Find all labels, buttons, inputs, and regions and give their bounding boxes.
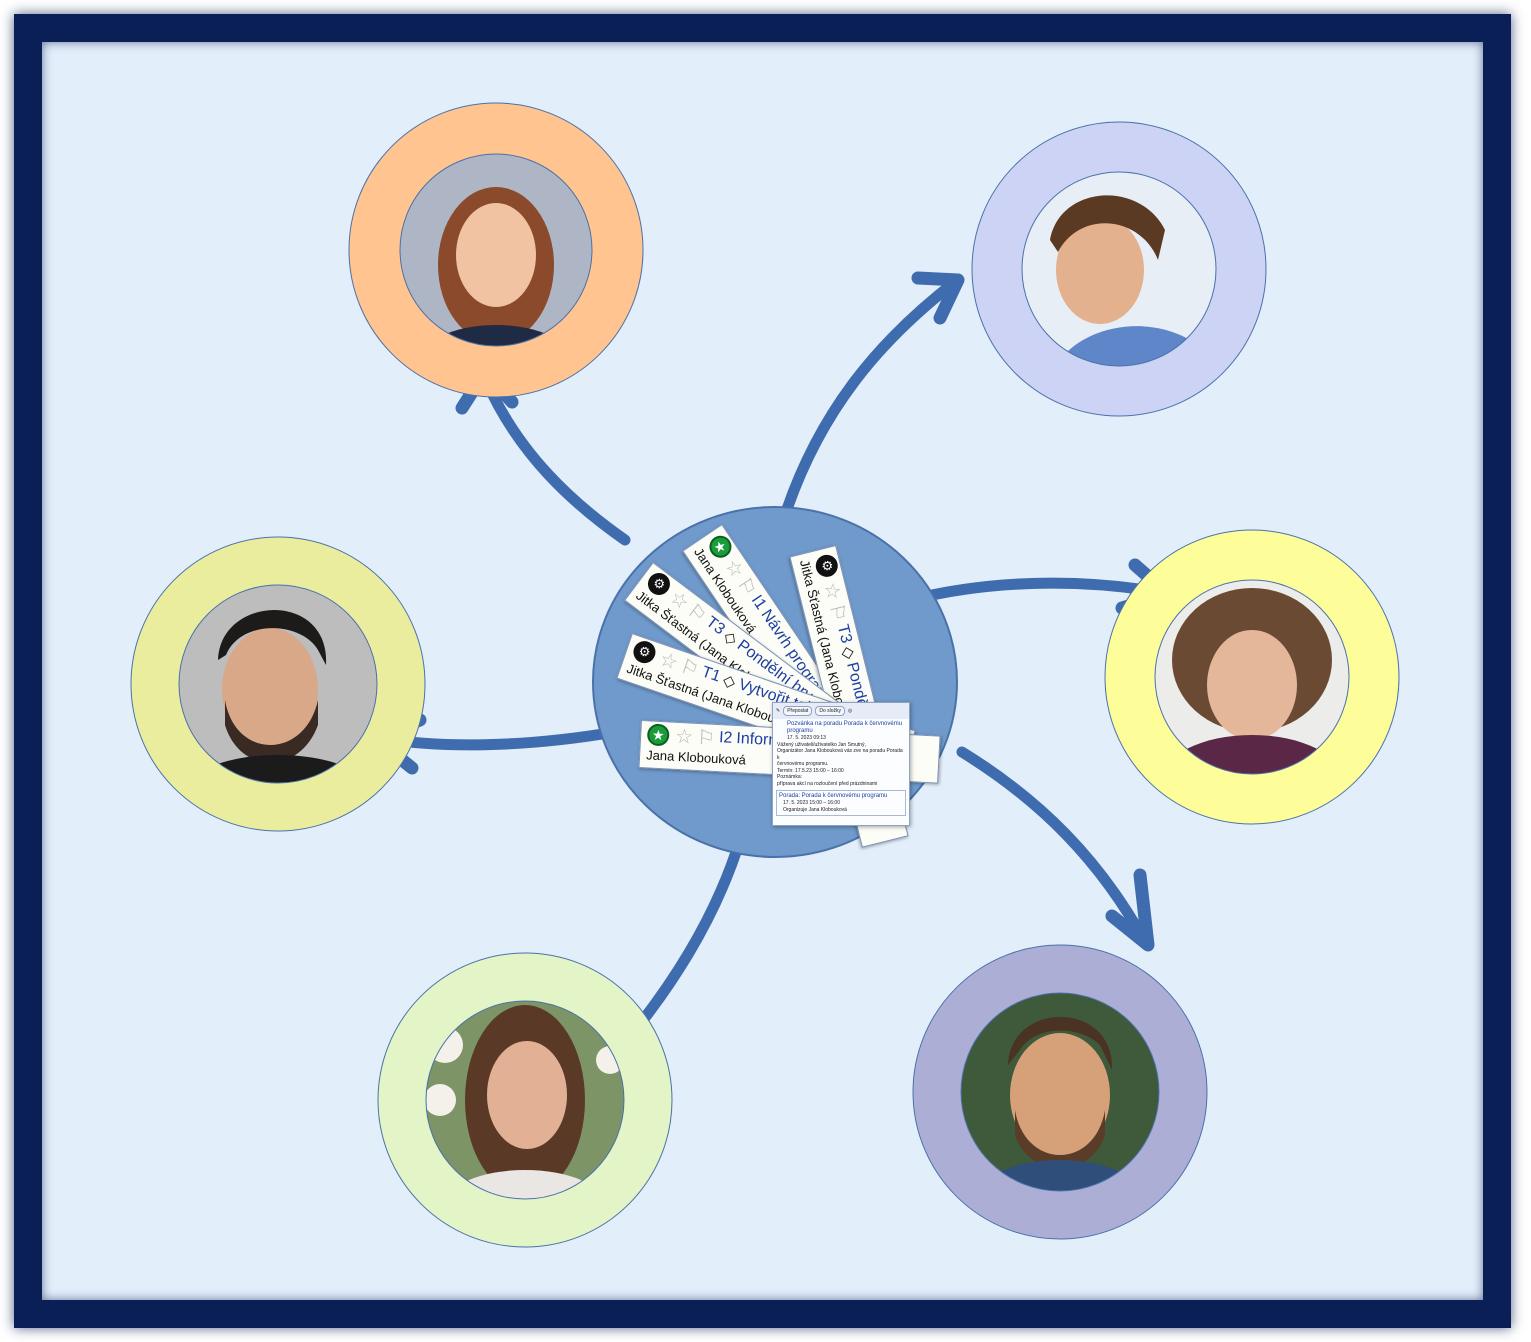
arrow-to-bottom-right <box>956 746 1151 948</box>
flag-icon[interactable]: ⚐ <box>696 726 716 750</box>
arrow-to-top-left <box>479 372 631 546</box>
email-line: červnovému programu. <box>777 761 829 767</box>
woman-portrait-icon <box>1155 580 1349 774</box>
card-tag: T1 <box>699 663 723 686</box>
attachment-icon[interactable]: ✎ <box>776 708 781 714</box>
email-line: příprava akcí na rozloučení před prázdni… <box>777 780 878 787</box>
email-line: Poznámka: <box>777 774 803 780</box>
arrow-to-top-right <box>779 276 961 521</box>
email-line: Termín: 17.5.23 15:00 – 16:00 <box>777 767 844 774</box>
man-portrait-icon <box>961 993 1159 1191</box>
move-to-folder-button[interactable]: Do složky <box>815 706 846 716</box>
woman-portrait-icon <box>426 1001 624 1199</box>
star-icon[interactable]: ☆ <box>674 725 694 749</box>
diamond-icon: ◇ <box>720 671 738 692</box>
diamond-icon: ◇ <box>838 644 858 662</box>
meeting-organizer: Organizuje Jana Klobouková <box>783 806 847 813</box>
meeting-title[interactable]: Porada: Porada k červnovému programu <box>779 793 888 799</box>
arrowhead-top-right <box>911 271 965 325</box>
arrowhead-bottom-right <box>1105 868 1155 952</box>
forward-button[interactable]: Přeposlat <box>783 706 813 716</box>
green-star-badge-icon: ★ <box>646 723 670 747</box>
flag-icon[interactable]: ⚐ <box>825 601 851 624</box>
email-preview-panel: ✎ Přeposlat Do složky ◎ Pozvánka na pora… <box>772 702 910 826</box>
email-subject[interactable]: Pozvánka na poradu Porada k červnovému p… <box>787 721 903 734</box>
meeting-box[interactable]: Porada: Porada k červnovému programu 17.… <box>776 790 906 816</box>
email-line: Vážený uživateli/uživatelko Jan Smutný, <box>777 741 866 748</box>
email-line: Organizátor Jana Klobouková vás zve na p… <box>777 748 903 761</box>
card-tag: I2 <box>718 729 733 747</box>
email-date: 17. 5. 2023 09:13 <box>787 735 826 741</box>
star-icon[interactable]: ☆ <box>819 579 846 603</box>
arrow-to-middle-right <box>904 577 1171 606</box>
head-gear-badge-icon: ⚙ <box>813 552 841 580</box>
meeting-time: 17. 5. 2023 15:00 – 16:00 <box>783 800 840 806</box>
email-toolbar: ✎ Přeposlat Do složky ◎ <box>773 703 909 719</box>
man-portrait-icon <box>1022 172 1216 366</box>
more-icon[interactable]: ◎ <box>848 708 853 714</box>
card-tag: T3 <box>833 622 855 645</box>
